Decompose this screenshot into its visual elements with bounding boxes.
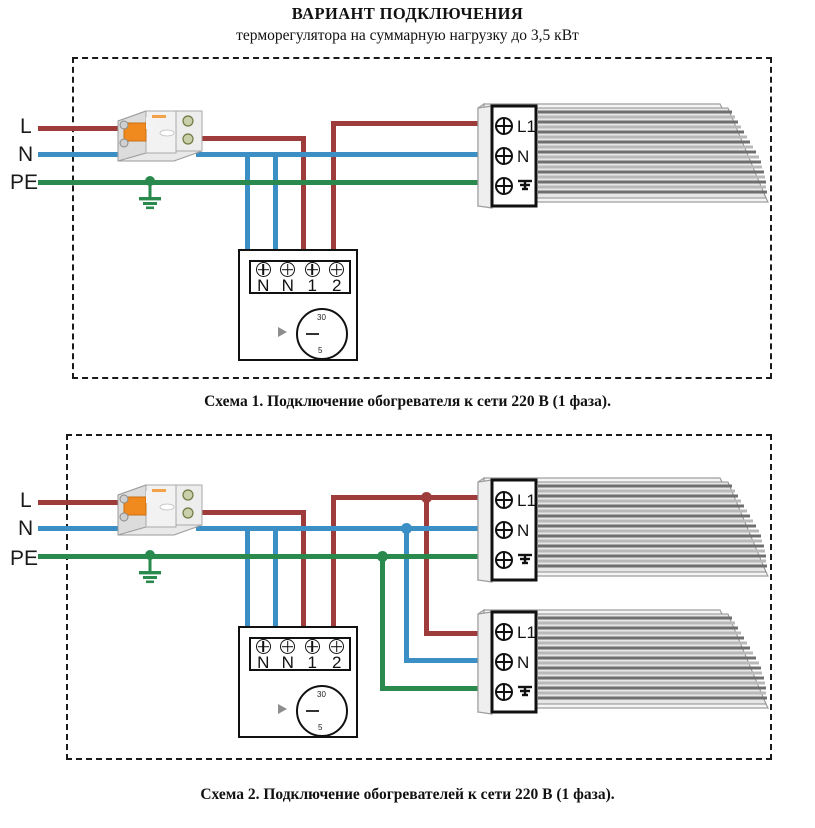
- wire-neutral-branch-to-heater2-2: [404, 526, 409, 660]
- wire-neutral-to-heater1-2: [196, 526, 484, 531]
- wire-line-down-to-thermostat-1: [301, 136, 306, 258]
- heater-2a: L1 N: [477, 476, 769, 583]
- wire-pe-to-heater2-2: [380, 686, 484, 691]
- junction-node-neutral-2: [401, 523, 412, 534]
- page-title: ВАРИАНТ ПОДКЛЮЧЕНИЯ терморегулятора на с…: [0, 4, 815, 46]
- thermostat-terminal-2-1[interactable]: 2: [325, 262, 350, 295]
- wire-line-thermostat-to-heater-1: [331, 121, 336, 258]
- dial-pointer: [306, 710, 319, 712]
- thermostat-terminal-label: N: [257, 653, 270, 672]
- wire-neutral-branch-a-1: [245, 152, 250, 258]
- svg-text:L1: L1: [517, 117, 536, 136]
- thermostat-dial-1[interactable]: 30 5: [296, 308, 348, 360]
- wire-neutral-branch-b-1: [273, 152, 278, 258]
- thermostat-terminal-label: 2: [332, 276, 342, 295]
- rail-label-pe-1: PE: [10, 171, 39, 194]
- thermostat-terminal-label: 1: [307, 276, 317, 295]
- thermostat-terminal-n2-2[interactable]: N: [276, 639, 301, 672]
- wire-line-breaker-out-1: [196, 136, 306, 141]
- dial-min-label: 5: [318, 723, 323, 732]
- wire-neutral-in-1: [38, 152, 120, 157]
- thermostat-terminal-1-1[interactable]: 1: [300, 262, 325, 295]
- wire-line-thermostat-up-2: [331, 495, 336, 635]
- earth-ground-symbol-1: [139, 176, 161, 210]
- wire-pe-branch-to-heater2-2: [380, 554, 385, 688]
- wire-line-to-heater-l1-1: [331, 121, 484, 126]
- thermostat-terminal-label: 1: [307, 653, 317, 672]
- earth-ground-symbol-2: [139, 550, 161, 584]
- thermostat-1[interactable]: N N 1 2 30 5: [238, 249, 358, 361]
- thermostat-dial-2[interactable]: 30 5: [296, 685, 348, 737]
- svg-text:N: N: [517, 521, 529, 540]
- wire-neutral-to-heater-1: [196, 152, 484, 157]
- wire-neutral-in-2: [38, 526, 120, 531]
- thermostat-terminal-label: N: [281, 276, 294, 295]
- wire-line-in-2: [38, 500, 120, 505]
- rail-label-neutral-1: N: [18, 143, 34, 166]
- junction-node-pe-2: [377, 551, 388, 562]
- wire-line-branch-to-heater2-2: [424, 495, 429, 633]
- wire-pe-1: [38, 180, 484, 185]
- thermostat-terminal-2-2[interactable]: 2: [325, 639, 350, 672]
- screw-icon: [304, 262, 320, 277]
- svg-text:L1: L1: [517, 491, 536, 510]
- dial-arrow-icon: [278, 327, 287, 337]
- wire-line-down-to-thermostat-2: [301, 510, 306, 635]
- wire-neutral-branch-b-2: [273, 526, 278, 635]
- rail-label-pe-2: PE: [10, 547, 39, 570]
- wire-line-in-1: [38, 126, 120, 131]
- svg-text:L1: L1: [517, 623, 536, 642]
- screw-icon: [255, 262, 271, 277]
- screw-icon: [329, 262, 345, 277]
- thermostat-terminal-n1-1[interactable]: N: [251, 262, 276, 295]
- wire-neutral-to-heater2-2: [404, 658, 484, 663]
- svg-text:N: N: [517, 653, 529, 672]
- thermostat-terminal-n1-2[interactable]: N: [251, 639, 276, 672]
- rail-label-line-2: L: [20, 489, 32, 512]
- junction-node-line-2: [421, 492, 432, 503]
- dial-pointer: [306, 333, 319, 335]
- wire-neutral-branch-a-2: [245, 526, 250, 635]
- dial-arrow-icon: [278, 704, 287, 714]
- rail-label-neutral-2: N: [18, 517, 34, 540]
- screw-icon: [255, 639, 271, 654]
- wire-line-to-heater2-l1-2: [424, 631, 484, 636]
- circuit-breaker-2[interactable]: [112, 477, 208, 547]
- screw-icon: [280, 639, 296, 654]
- svg-text:N: N: [517, 147, 529, 166]
- thermostat-terminal-block-2: N N 1 2: [249, 637, 351, 671]
- thermostat-terminal-n2-1[interactable]: N: [276, 262, 301, 295]
- wire-pe-to-heater1-2: [38, 554, 484, 559]
- thermostat-terminal-block-1: N N 1 2: [249, 260, 351, 294]
- dial-max-label: 30: [317, 313, 326, 322]
- rail-label-line-1: L: [20, 115, 32, 138]
- thermostat-2[interactable]: N N 1 2 30 5: [238, 626, 358, 738]
- title-line-1: ВАРИАНТ ПОДКЛЮЧЕНИЯ: [291, 4, 524, 23]
- caption-scheme-2: Схема 2. Подключение обогревателей к сет…: [200, 786, 615, 803]
- wire-line-to-heater1-l1-2: [331, 495, 484, 500]
- title-line-2: терморегулятора на суммарную нагрузку до…: [236, 27, 579, 44]
- screw-icon: [280, 262, 296, 277]
- screw-icon: [329, 639, 345, 654]
- heater-2b: L1 N: [477, 608, 769, 715]
- wire-line-breaker-out-2: [196, 510, 306, 515]
- circuit-breaker-1[interactable]: [112, 103, 208, 173]
- thermostat-terminal-label: 2: [332, 653, 342, 672]
- dial-max-label: 30: [317, 690, 326, 699]
- thermostat-terminal-label: N: [257, 276, 270, 295]
- thermostat-terminal-1-2[interactable]: 1: [300, 639, 325, 672]
- caption-scheme-1: Схема 1. Подключение обогревателя к сети…: [204, 393, 611, 410]
- thermostat-terminal-label: N: [281, 653, 294, 672]
- heater-1: L1 N: [477, 102, 769, 209]
- screw-icon: [304, 639, 320, 654]
- dial-min-label: 5: [318, 346, 323, 355]
